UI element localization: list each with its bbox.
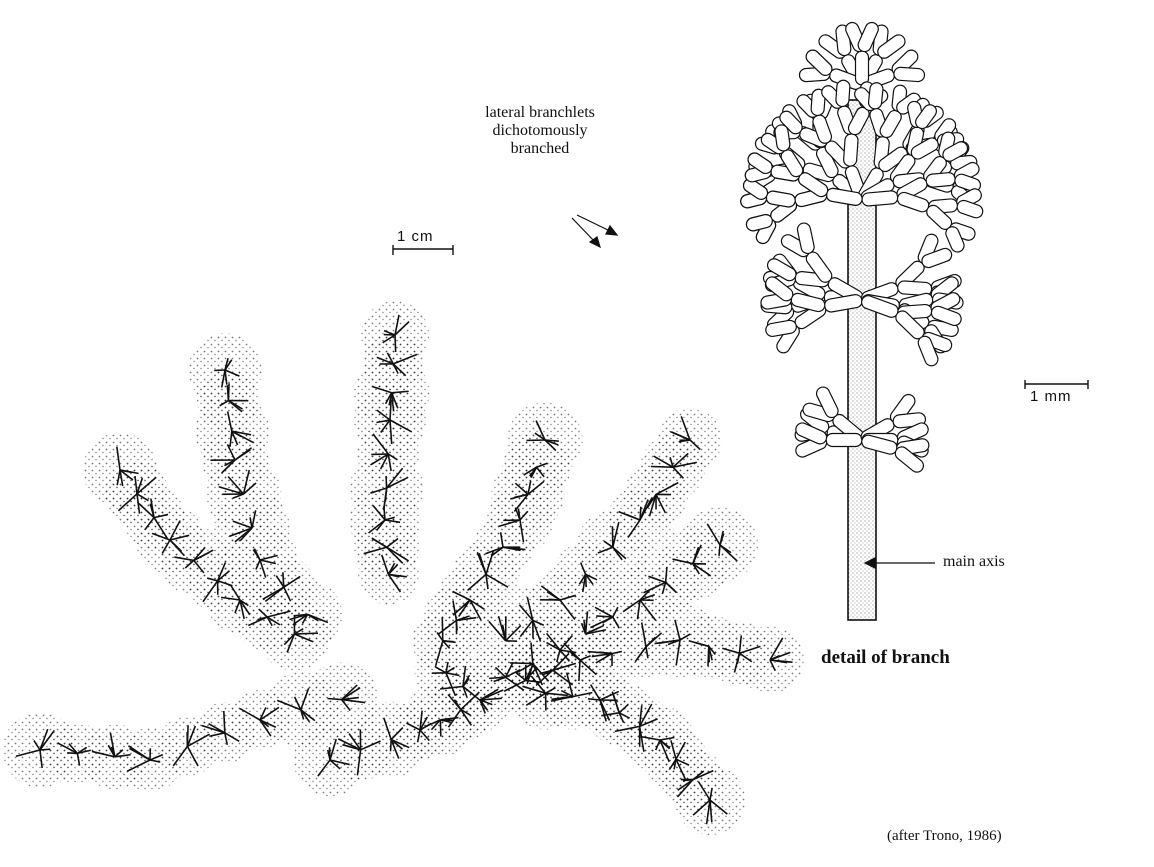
branchlet-cell [893,67,924,82]
credit-caption: (after Trono, 1986) [887,828,1002,845]
plant-habit-drawing [3,301,804,835]
branchlet-cell [835,80,850,107]
main-axis-label: main axis [943,553,1005,571]
tuft-branchlet [67,753,77,754]
lateral-branchlets-line-2: dichotomously [465,122,615,140]
branchlet-cell [856,51,869,85]
branchlet-cell [861,190,898,206]
branchlet-cell [765,190,796,208]
tuft-branchlet [327,699,341,700]
tuft-branchlet [442,617,443,641]
branchlet-cell [826,434,862,447]
scale-label-cm: 1 cm [397,228,434,245]
tuft-branchlet [283,572,284,587]
lateral-branchlets-label: lateral branchlets dichotomously branche… [465,104,615,158]
scale-bar-cm [393,245,453,255]
detail-of-branch-caption: detail of branch [821,647,950,669]
scale-label-mm: 1 mm [1030,388,1072,405]
tuft-branchlet [224,711,225,733]
tuft-branchlet [391,740,392,752]
tuft-branchlet [390,400,391,420]
branchlet-cell [955,199,984,220]
branchlet-cell [843,133,858,166]
lateral-branchlets-line-3: branched [465,140,615,158]
branchlet-cell [926,172,956,187]
tuft-branchlet [294,633,318,634]
branch-detail-drawing [739,20,984,620]
lateral-branchlets-line-1: lateral branchlets [465,104,615,122]
branchlet-cell [868,82,884,109]
